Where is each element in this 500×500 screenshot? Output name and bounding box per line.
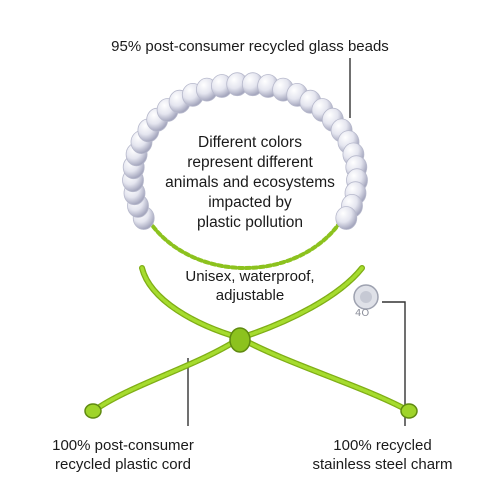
colors-line-4: impacted by: [208, 194, 292, 211]
right-end-knot: [400, 403, 418, 419]
colors-line-2: represent different: [187, 154, 313, 171]
left-end-knot: [84, 403, 102, 419]
features-line-2: adjustable: [215, 287, 285, 304]
beads-label: 95% post-consumer recycled glass beads: [111, 38, 389, 55]
features-line-1: Unisex, waterproof,: [185, 268, 315, 285]
steel-charm: 4O: [353, 284, 379, 319]
leader-line-charm: [382, 301, 406, 426]
charm-line-2: stainless steel charm: [312, 456, 453, 473]
glass-beads: [122, 72, 368, 230]
colors-description: Different colors represent different ani…: [140, 133, 360, 233]
charm-label: 100% recycled stainless steel charm: [280, 436, 485, 474]
cord-line-2: recycled plastic cord: [55, 456, 191, 473]
glass-bead: [335, 206, 358, 230]
center-knot: [229, 327, 251, 353]
colors-line-1: Different colors: [198, 134, 302, 151]
leader-lines: [187, 58, 406, 426]
charm-text: 4O: [355, 308, 369, 319]
colors-line-3: animals and ecosystems: [165, 174, 335, 191]
colors-line-5: plastic pollution: [197, 214, 303, 231]
cord-label: 100% post-consumer recycled plastic cord: [18, 436, 228, 474]
cord-line-1: 100% post-consumer: [52, 437, 194, 454]
charm-line-1: 100% recycled: [333, 437, 432, 454]
features-label: Unisex, waterproof, adjustable: [140, 267, 360, 305]
cord-knots: [84, 327, 418, 419]
